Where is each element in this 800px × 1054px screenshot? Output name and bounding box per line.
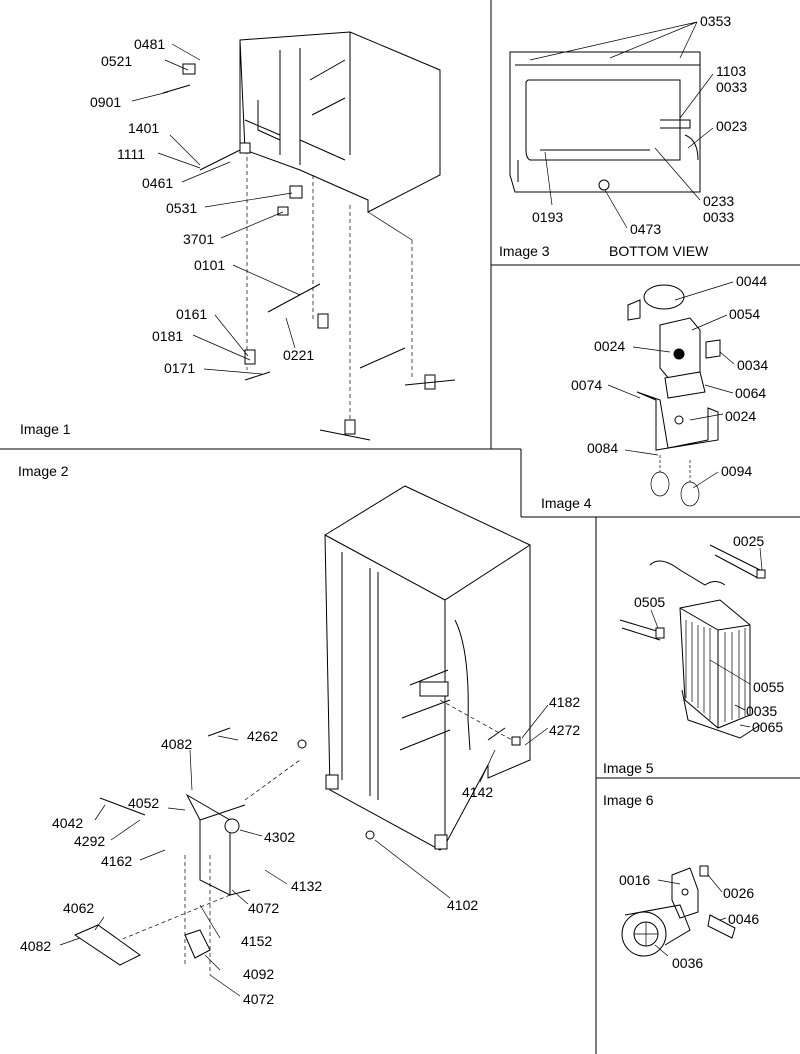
callout-label: 4132 — [291, 878, 322, 894]
callout-label: 3701 — [183, 231, 214, 247]
image3-title: Image 3 — [499, 243, 550, 259]
image2-leader-lines — [59, 704, 549, 997]
callout-label: 0055 — [753, 679, 784, 695]
callout-label: 0353 — [700, 13, 731, 29]
image2-title: Image 2 — [18, 463, 69, 479]
callout-label: 0033 — [716, 79, 747, 95]
callout-label: 4302 — [264, 829, 295, 845]
callout-label: 0101 — [194, 257, 225, 273]
callout-label: 0521 — [101, 53, 132, 69]
image4-fan-motor-drawing — [627, 284, 721, 507]
callout-label: 4262 — [247, 728, 278, 744]
image2-cabinet-drawing — [73, 485, 531, 975]
image5-evaporator-drawing — [619, 544, 766, 739]
callout-label: 0036 — [672, 955, 703, 971]
image3-subtitle: BOTTOM VIEW — [609, 243, 709, 259]
callout-label: 0193 — [532, 209, 563, 225]
callout-label: 4052 — [128, 795, 159, 811]
image2-callout-labels: 4082 4262 4052 4042 4292 4162 4302 4132 … — [20, 694, 580, 1007]
callout-label: 0181 — [152, 328, 183, 344]
image3-callout-labels: 0353 1103 0033 0023 0193 0473 0233 0033 — [532, 13, 747, 237]
callout-label: 0161 — [176, 306, 207, 322]
callout-label: 4142 — [462, 784, 493, 800]
callout-label: 0505 — [634, 594, 665, 610]
callout-label: 0034 — [737, 357, 768, 373]
callout-label: 1103 — [716, 63, 746, 79]
callout-label: 0033 — [703, 209, 734, 225]
callout-label: 4292 — [74, 833, 105, 849]
image3-leader-lines — [529, 21, 714, 229]
callout-label: 0221 — [283, 347, 314, 363]
callout-label: 0024 — [725, 408, 756, 424]
image4-title: Image 4 — [541, 495, 592, 511]
callout-label: 4072 — [248, 900, 279, 916]
callout-label: 4092 — [243, 966, 274, 982]
callout-label: 0035 — [746, 703, 777, 719]
callout-label: 0026 — [723, 885, 754, 901]
image6-callout-labels: 0016 0026 0046 0036 — [619, 872, 759, 971]
callout-label: 4082 — [20, 938, 51, 954]
callout-label: 4272 — [549, 722, 580, 738]
image5-title: Image 5 — [603, 760, 654, 776]
image1-callout-labels: 0481 0521 0901 1401 1111 0461 0531 3701 … — [90, 36, 314, 376]
callout-label: 0084 — [587, 440, 618, 456]
callout-label: 0025 — [733, 533, 764, 549]
image4-leader-lines — [607, 281, 735, 489]
callout-label: 4152 — [241, 933, 272, 949]
image5-callout-labels: 0025 0505 0055 0035 0065 — [634, 533, 784, 735]
image4-callout-labels: 0044 0054 0024 0034 0074 0064 0024 0084 … — [571, 273, 768, 479]
callout-label: 0074 — [571, 377, 602, 393]
callout-label: 0016 — [619, 872, 650, 888]
callout-label: 4082 — [161, 736, 192, 752]
image6-title: Image 6 — [603, 792, 654, 808]
callout-label: 0171 — [164, 360, 195, 376]
callout-label: 0481 — [134, 36, 165, 52]
callout-label: 4182 — [549, 694, 580, 710]
image1-leader-lines — [131, 43, 301, 375]
callout-label: 0023 — [716, 118, 747, 134]
callout-label: 0064 — [735, 385, 766, 401]
callout-label: 0065 — [752, 719, 783, 735]
image5-leader-lines — [650, 547, 763, 728]
callout-label: 0531 — [166, 200, 197, 216]
callout-label: 0233 — [703, 193, 734, 209]
callout-label: 1111 — [117, 146, 145, 162]
callout-label: 0054 — [729, 306, 760, 322]
callout-label: 0461 — [142, 175, 173, 191]
image6-leader-lines — [654, 874, 727, 957]
image3-bottom-view-drawing — [509, 51, 701, 193]
callout-label: 4162 — [101, 853, 132, 869]
image1-cabinet-drawing — [162, 31, 456, 441]
callout-label: 4102 — [447, 897, 478, 913]
callout-label: 0046 — [728, 911, 759, 927]
callout-label: 4042 — [52, 815, 83, 831]
callout-label: 0044 — [736, 273, 767, 289]
image1-title: Image 1 — [20, 421, 71, 437]
callout-label: 0024 — [594, 338, 625, 354]
callout-label: 0901 — [90, 94, 121, 110]
callout-label: 0094 — [721, 463, 752, 479]
callout-label: 1401 — [128, 120, 159, 136]
callout-label: 0473 — [630, 221, 661, 237]
callout-label: 4072 — [243, 991, 274, 1007]
callout-label: 4062 — [63, 900, 94, 916]
